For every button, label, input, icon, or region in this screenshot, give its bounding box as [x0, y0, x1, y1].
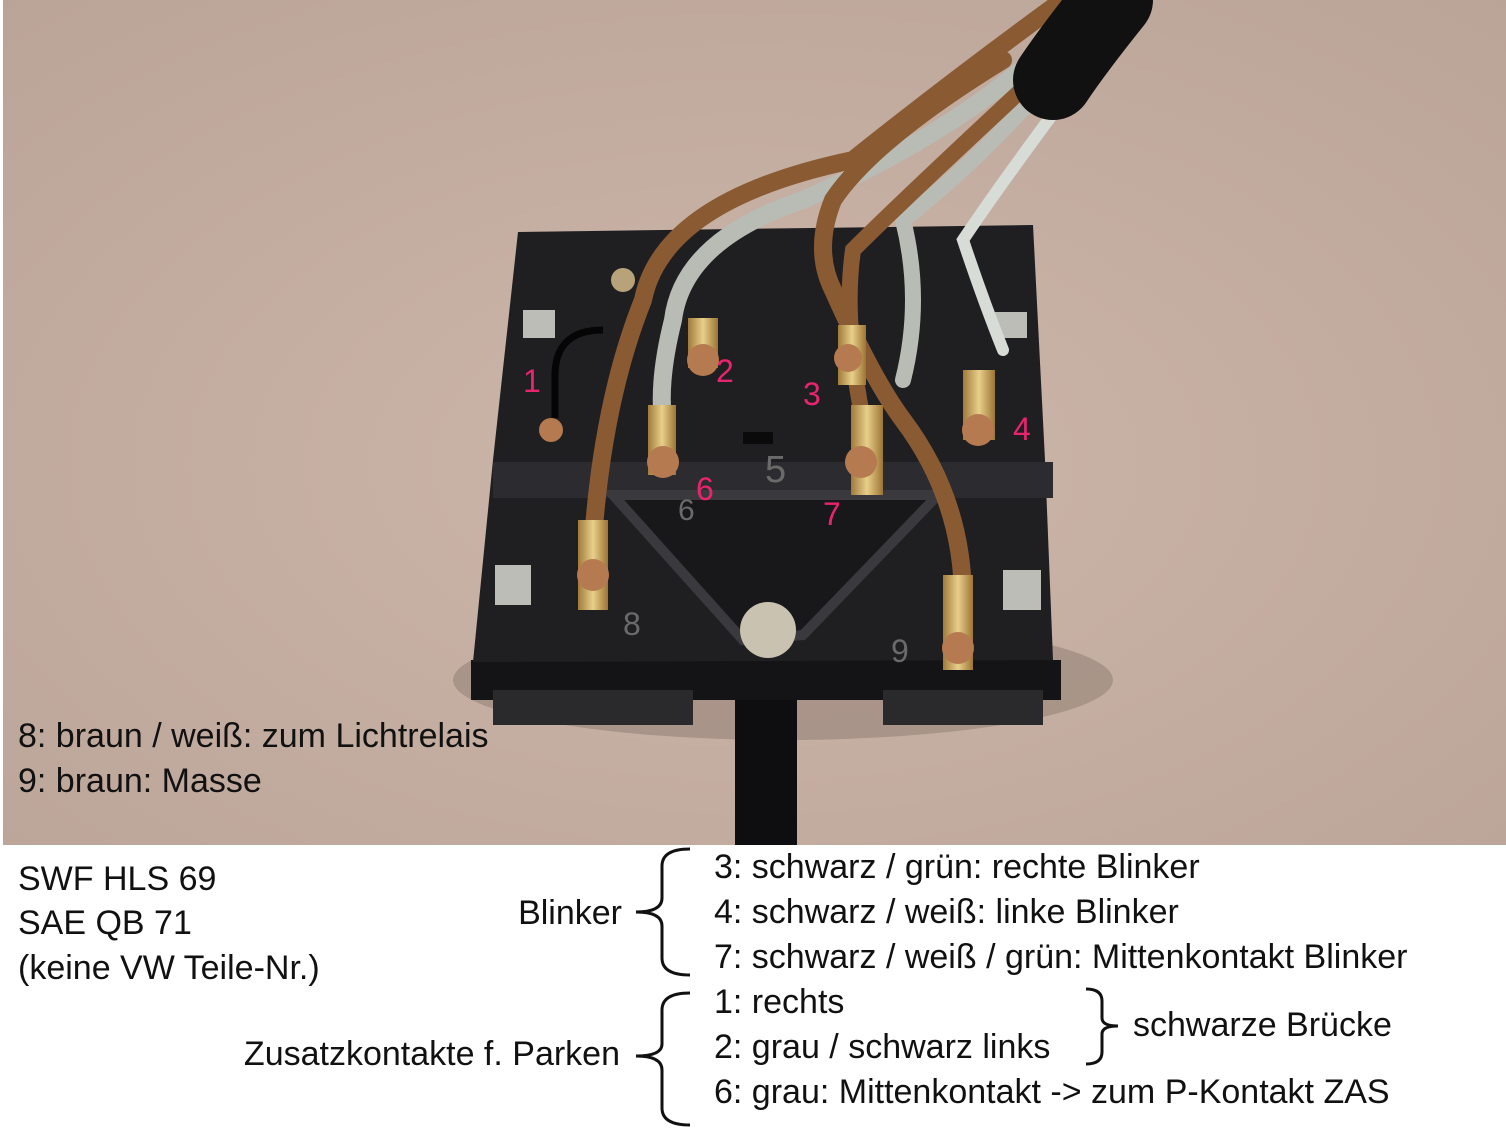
molded-numbers: 5 6 8 9	[623, 449, 909, 669]
bridge-label: schwarze Brücke	[1133, 1006, 1392, 1044]
blinker-line-7: 7: schwarz / weiß / grün: Mittenkontakt …	[714, 938, 1408, 976]
pin-label-7: 7	[823, 496, 841, 532]
pin-label-6: 6	[696, 471, 714, 507]
parken-line-1: 1: rechts	[714, 983, 845, 1021]
blinker-group-label: Blinker	[518, 894, 622, 932]
pin-label-1: 1	[523, 363, 541, 399]
blinker-line-3: 3: schwarz / grün: rechte Blinker	[714, 848, 1200, 886]
pin-label-2: 2	[716, 353, 734, 389]
molded-number-8: 8	[623, 606, 641, 642]
molded-number-6: 6	[678, 494, 695, 527]
pin-labels: 1 2 3 4 6 7	[523, 353, 1031, 532]
wires	[584, 0, 1153, 609]
pin-label-4: 4	[1013, 411, 1031, 447]
blinker-brace	[635, 847, 691, 977]
part-number-note: (keine VW Teile-Nr.)	[18, 949, 320, 987]
parken-line-6: 6: grau: Mittenkontakt -> zum P-Kontakt …	[714, 1073, 1390, 1111]
switch-photo: 5 6 8 9 1 2 3 4 6 7	[3, 0, 1506, 845]
parken-brace	[635, 991, 691, 1127]
part-number-swf: SWF HLS 69	[18, 860, 217, 898]
parken-line-2: 2: grau / schwarz links	[714, 1028, 1051, 1066]
caption-pin-9: 9: braun: Masse	[18, 762, 262, 800]
lever-stalk	[735, 690, 797, 845]
bridge-brace	[1085, 987, 1119, 1066]
caption-pin-8: 8: braun / weiß: zum Lichtrelais	[18, 717, 489, 755]
molded-number-9: 9	[891, 633, 909, 669]
molded-number-5: 5	[765, 449, 786, 491]
blinker-line-4: 4: schwarz / weiß: linke Blinker	[714, 893, 1179, 931]
parken-group-label: Zusatzkontakte f. Parken	[243, 1035, 620, 1073]
pin-label-3: 3	[803, 376, 821, 412]
part-number-sae: SAE QB 71	[18, 904, 192, 942]
terminals	[539, 318, 995, 670]
black-bridge-wire	[551, 326, 604, 418]
